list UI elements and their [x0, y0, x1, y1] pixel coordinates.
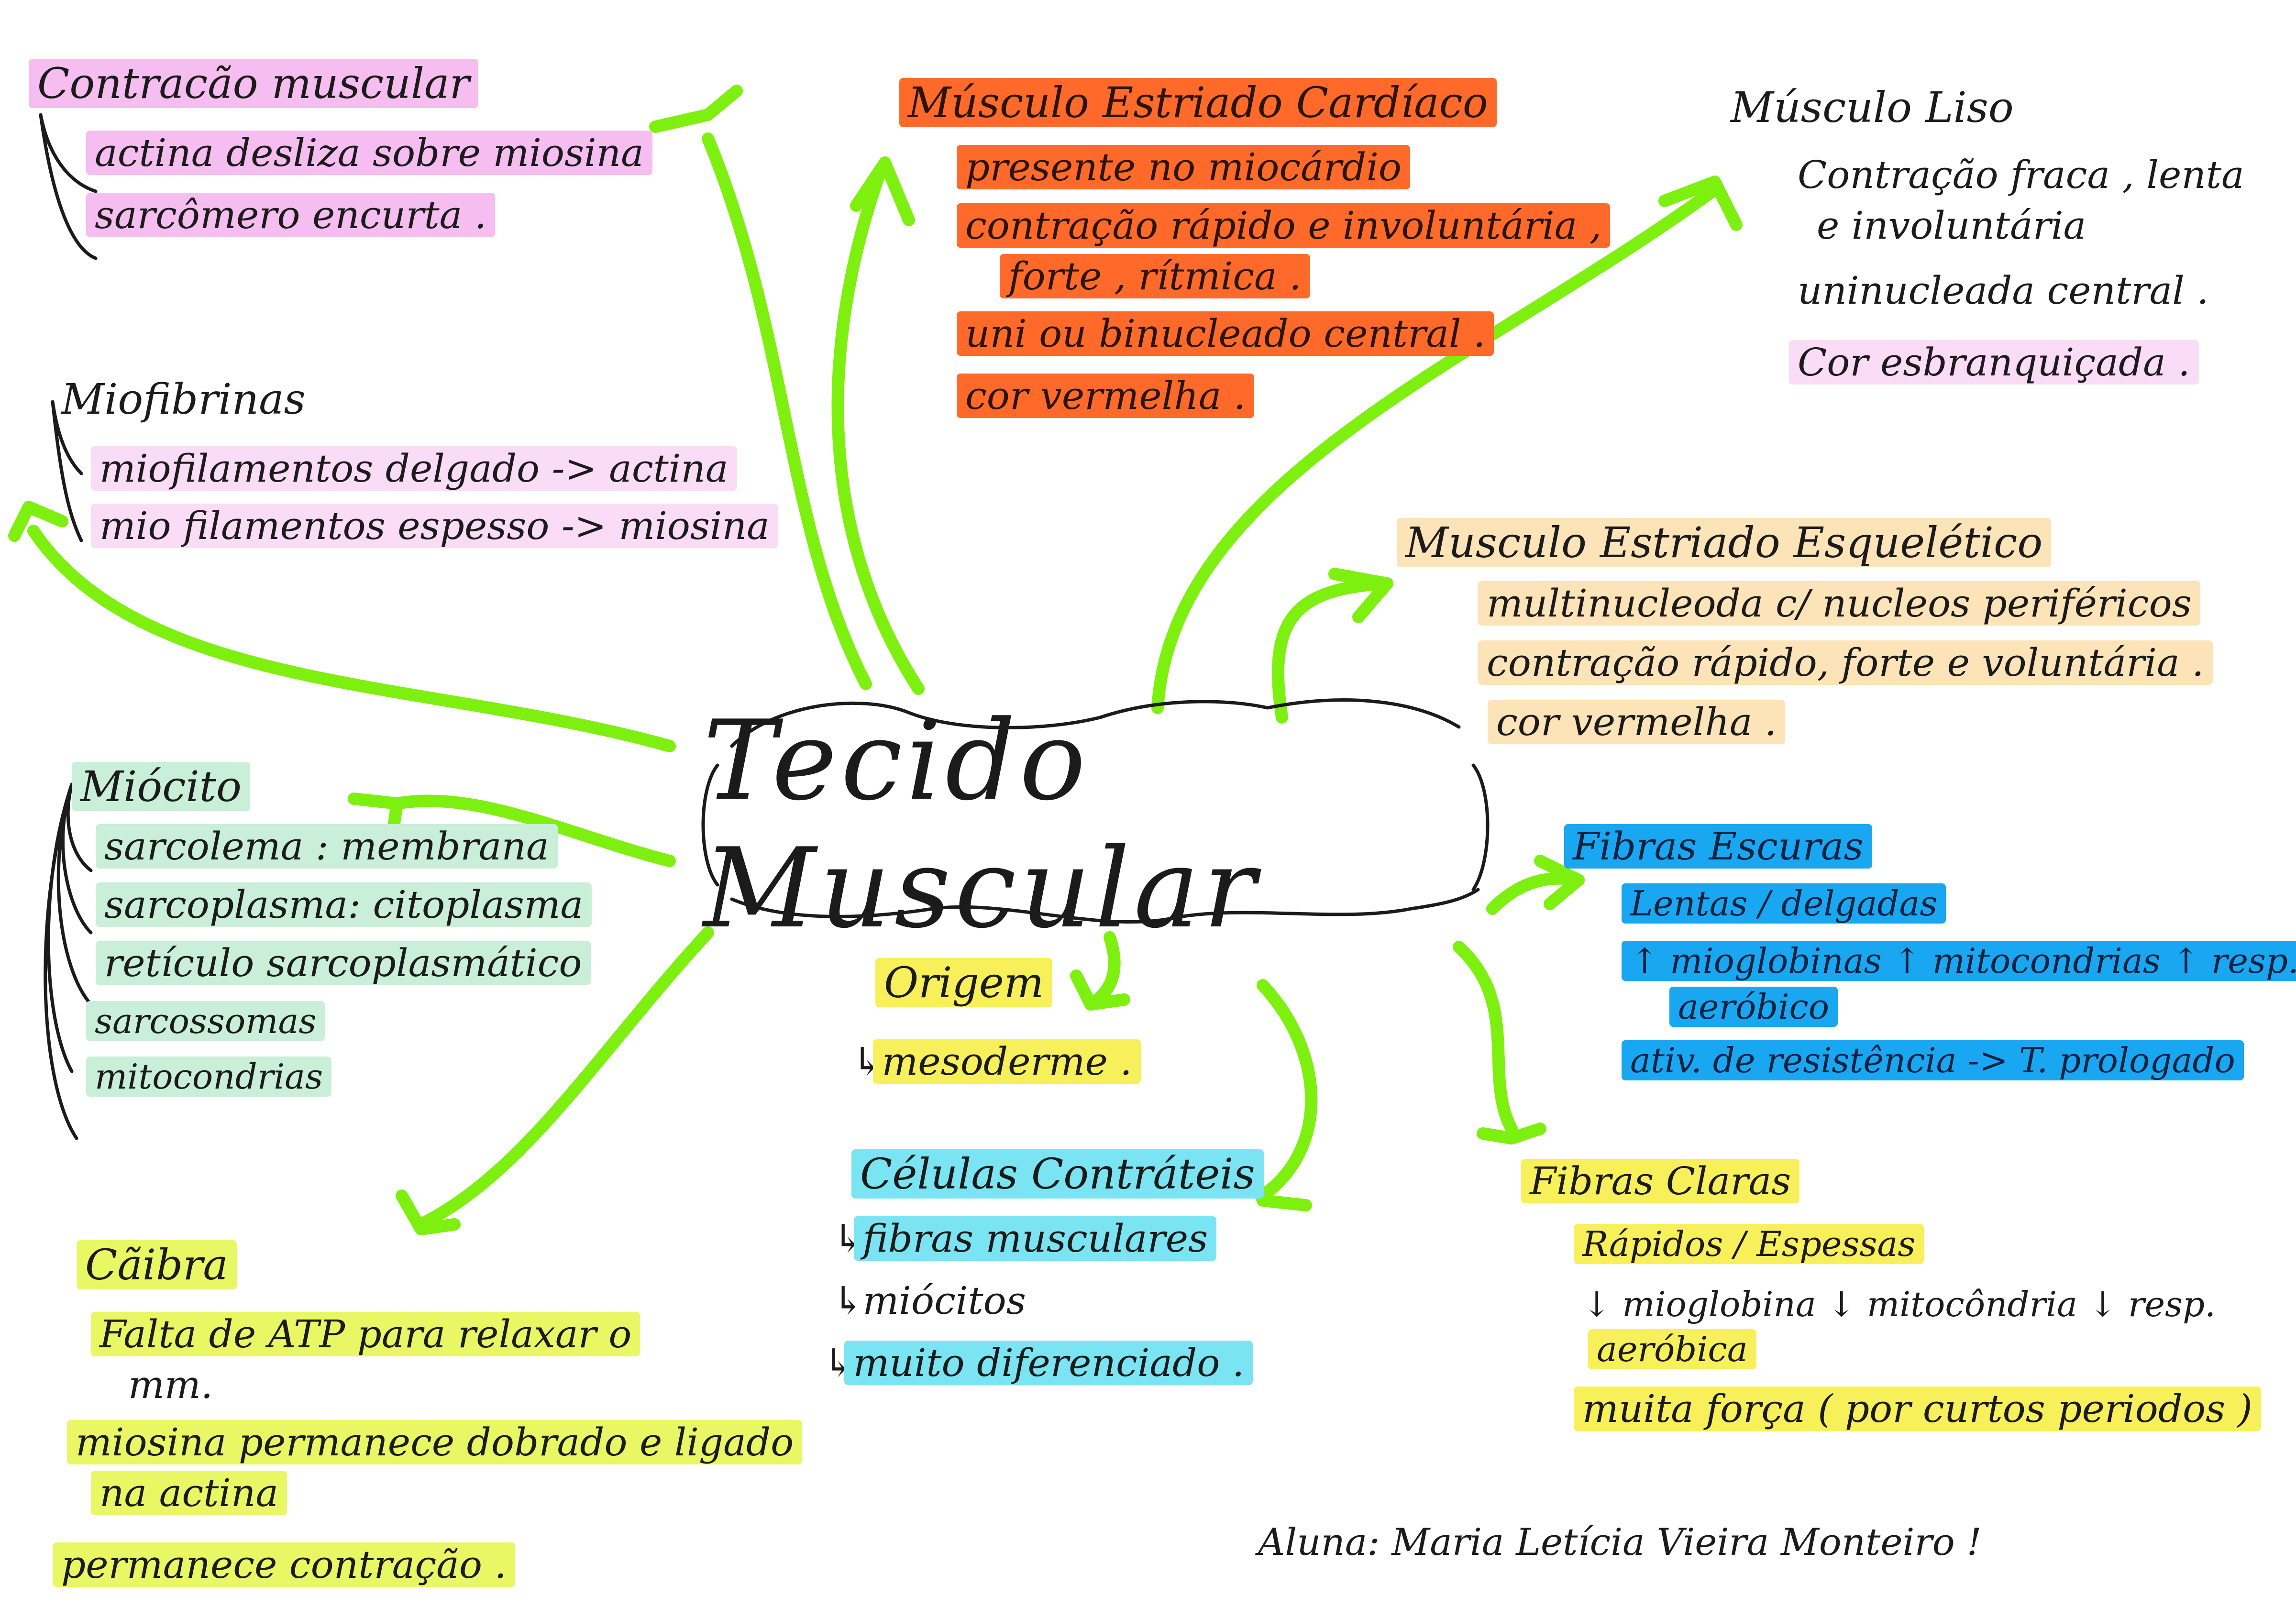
student-signature: Aluna: Maria Letícia Vieira Monteiro !: [1258, 1521, 1982, 1564]
caibra-title: Cãibra: [77, 1240, 237, 1289]
miocito-item-2: sarcoplasma: citoplasma: [96, 882, 592, 927]
escuras-item-2b: aeróbico: [1669, 987, 1838, 1027]
celulas-item-2: miócitos: [862, 1278, 1026, 1323]
esqueletico-item-2: contração rápido, forte e voluntária .: [1478, 640, 2213, 685]
cardiaco-item-1: presente no miocárdio: [957, 145, 1411, 189]
esqueletico-item-1: multinucleoda c/ nucleos periféricos: [1478, 581, 2200, 626]
esqueletico-title: Musculo Estriado Esquelético: [1397, 518, 2052, 567]
miocito-item-3: retículo sarcoplasmático: [96, 941, 591, 985]
arrow-to-esqueletico: [1271, 577, 1393, 724]
miofibrinas-title: Miofibrinas: [61, 374, 306, 424]
arrow-to-miocito: [391, 794, 676, 867]
origem-block: Origem ↳ mesoderme .: [851, 957, 1141, 1086]
cardiaco-item-4: cor vermelha .: [957, 374, 1255, 418]
caibra-item-2b: na actina: [91, 1471, 287, 1515]
caibra-item-1: Falta de ATP para relaxar o: [91, 1312, 640, 1356]
liso-item-2: uninucleada central .: [1798, 268, 2209, 313]
celulas-item-3: muito diferenciado .: [844, 1341, 1253, 1385]
cardiaco-item-3: uni ou binucleado central .: [957, 311, 1494, 356]
escuras-item-2: ↑ mioglobinas ↑ mitocondrias ↑ resp.: [1622, 941, 2296, 981]
contracao-item-1: actina desliza sobre miosina: [86, 131, 652, 175]
cardiaco-block: Músculo Estriado Cardíaco presente no mi…: [899, 77, 1611, 420]
liso-item-3: Cor esbranquiçada .: [1789, 340, 2199, 385]
cardiaco-item-2: contração rápido e involuntária ,: [957, 203, 1611, 248]
caibra-block: Cãibra Falta de ATP para relaxar o mm. m…: [53, 1239, 803, 1589]
cardiaco-title: Músculo Estriado Cardíaco: [899, 78, 1497, 127]
esqueletico-item-3: cor vermelha .: [1488, 700, 1786, 744]
arrow-to-claras: [1453, 941, 1518, 1135]
origem-title: Origem: [875, 958, 1053, 1007]
claras-title: Fibras Claras: [1521, 1159, 1800, 1203]
central-title: Tecido Muscular: [703, 697, 1260, 953]
contracao-title: Contracão muscular: [29, 59, 478, 108]
bracket-contracao: [39, 113, 98, 260]
central-cloud: [730, 698, 1480, 924]
bracket-miocito: [44, 782, 93, 1140]
miocito-title: Miócito: [72, 762, 251, 811]
celulas-title: Células Contráteis: [851, 1149, 1264, 1199]
escuras-title: Fibras Escuras: [1564, 824, 1872, 869]
caibra-item-3: permanece contração .: [53, 1542, 515, 1587]
claras-item-3: muita força ( por curtos periodos ): [1574, 1387, 2261, 1431]
liso-block: Músculo Liso Contração fraca , lenta e i…: [1722, 81, 2253, 386]
claras-item-2b: aeróbica: [1588, 1329, 1756, 1369]
liso-item-1: Contração fraca , lenta: [1798, 153, 2244, 197]
caibra-item-2: miosina permanece dobrado e ligado: [67, 1420, 803, 1464]
celulas-block: Células Contráteis ↳ fibras musculares ↳…: [823, 1148, 1264, 1387]
miofibrinas-item-1: miofilamentos delgado -> actina: [91, 446, 737, 491]
arrow-to-miofibrinas: [27, 525, 676, 752]
arrow-to-caibra: [415, 926, 714, 1231]
arrow-to-liso: [1151, 185, 1719, 714]
arrow-to-cardiaco: [831, 166, 925, 695]
bracket-miofibrinas: [51, 400, 83, 542]
arrow-to-celulas: [1257, 979, 1318, 1202]
celulas-item-1: fibras musculares: [854, 1216, 1217, 1261]
contracao-item-2: sarcômero encurta .: [86, 193, 496, 237]
caibra-item-1b: mm.: [128, 1363, 213, 1407]
arrow-to-contracao: [702, 132, 872, 690]
liso-title: Músculo Liso: [1731, 83, 2014, 132]
miofibrinas-item-2: mio filamentos espesso -> miosina: [91, 504, 778, 548]
claras-item-2: ↓ mioglobina ↓ mitocôndria ↓ resp.: [1582, 1284, 2216, 1324]
miocito-item-1: sarcolema : membrana: [96, 824, 558, 869]
miocito-block: Miócito sarcolema : membrana sarcoplasma…: [72, 760, 592, 1098]
contracao-block: Contracão muscular actina desliza sobre …: [29, 57, 652, 239]
claras-item-1: Rápidos / Espessas: [1574, 1224, 1924, 1264]
miocito-item-5: mitocondrias: [86, 1057, 332, 1097]
escuras-item-3: ativ. de resistência -> T. prologado: [1622, 1040, 2244, 1080]
miocito-item-4: sarcossomas: [86, 1001, 325, 1041]
miofibrinas-block: Miofibrinas miofilamentos delgado -> act…: [53, 373, 778, 550]
origem-item-1: mesoderme .: [873, 1039, 1141, 1084]
claras-block: Fibras Claras Rápidos / Espessas ↓ miogl…: [1521, 1157, 2261, 1433]
escuras-block: Fibras Escuras Lentas / delgadas ↑ miogl…: [1564, 823, 2296, 1082]
esqueletico-block: Musculo Estriado Esquelético multinucleo…: [1397, 517, 2213, 746]
escuras-item-1: Lentas / delgadas: [1622, 883, 1946, 924]
liso-item-1b: e involuntária: [1817, 203, 2086, 248]
cardiaco-item-2b: forte , rítmica .: [1000, 254, 1310, 298]
